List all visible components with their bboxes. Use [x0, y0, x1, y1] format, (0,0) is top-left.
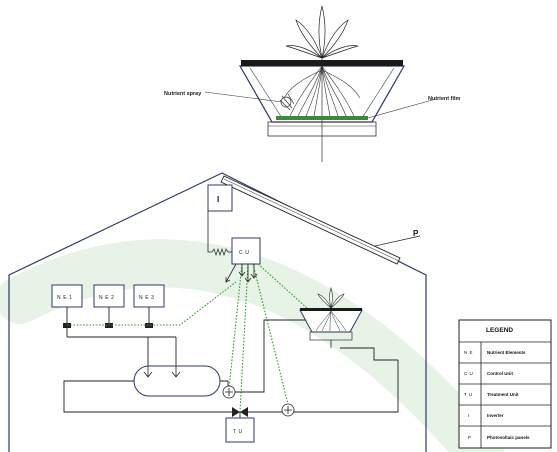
legend-code-3: T U — [464, 392, 473, 397]
plant-leaves — [285, 5, 359, 59]
greenhouse-outline — [8, 172, 427, 452]
legend-desc-2: Control Unit — [487, 371, 513, 376]
nutrient-element-1: N E 1 — [51, 284, 83, 308]
legend-desc-4: Inverter — [487, 413, 504, 418]
element-valves — [63, 323, 153, 328]
legend-desc-3: Treatment Unit — [487, 392, 519, 397]
nutrient-element-1-label: N E 1 — [57, 295, 73, 301]
pot-base — [267, 121, 377, 137]
top-pot-diagram: Nutrient spray Nutrient film — [164, 5, 460, 162]
pump-icon-1 — [222, 385, 236, 399]
nutrient-tank — [133, 365, 221, 397]
legend-title: LEGEND — [486, 327, 513, 334]
legend-code-2: C U — [464, 371, 473, 376]
watermark-arc — [0, 239, 504, 452]
legend-desc-1: Nutrient Elements — [487, 350, 526, 355]
treatment-unit-box: T U — [225, 412, 255, 443]
nutrient-film-label: Nutrient film — [428, 96, 460, 102]
nutrient-element-3: N E 3 — [133, 284, 165, 308]
control-unit-box: C U — [231, 237, 261, 265]
nutrient-piping — [66, 307, 177, 366]
circulation-loop — [63, 319, 399, 413]
plant-roots — [283, 65, 361, 117]
photovoltaic-panel: P — [220, 175, 421, 265]
nutrient-element-2: N E 2 — [93, 284, 125, 308]
inverter-label: I — [217, 195, 219, 204]
nutrient-film — [276, 116, 368, 120]
resistor-icon — [211, 247, 232, 257]
spray-nozzle-icon — [279, 93, 295, 111]
treatment-unit-label: T U — [233, 429, 243, 435]
nutrient-element-2-label: N E 2 — [99, 295, 115, 301]
valve-icon — [232, 407, 248, 417]
control-unit-label: C U — [239, 250, 249, 256]
cu-arrow-icons — [225, 263, 258, 283]
pot-lid — [241, 60, 403, 66]
nutrient-spray-label: Nutrient spray — [164, 91, 202, 97]
legend-desc-5: Photovoltaic panels — [487, 435, 530, 440]
legend-code-5: P — [468, 435, 472, 440]
legend-code-4: I — [468, 413, 470, 418]
panel-label: P — [413, 229, 419, 238]
legend-code-1: N E — [464, 350, 473, 355]
small-pot — [299, 287, 363, 348]
pump-icon-2 — [281, 403, 295, 417]
inverter-box: I — [207, 184, 233, 212]
inverter-cu-wire — [207, 211, 212, 253]
nutrient-element-3-label: N E 3 — [139, 295, 155, 301]
legend: LEGEND N E Nutrient Elements C U Control… — [458, 319, 552, 449]
signal-line-elements — [67, 281, 237, 326]
